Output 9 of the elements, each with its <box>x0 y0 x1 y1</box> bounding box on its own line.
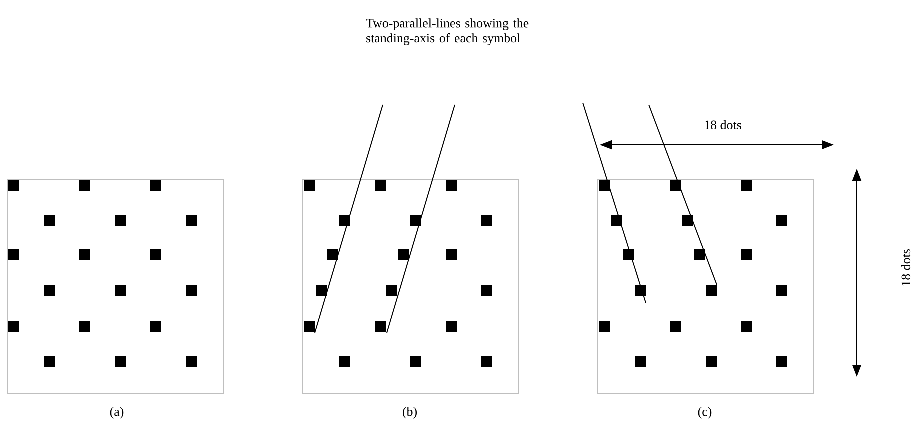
panel-caption: (c) <box>698 407 712 419</box>
dimension-label: 18 dots <box>901 250 911 286</box>
dot-grid-panel <box>597 179 814 394</box>
panel-caption: (a) <box>110 407 124 419</box>
annotation-text: Two-parallel-lines showing the standing-axis of each symbol <box>366 18 529 46</box>
dot-grid-panel <box>7 179 224 394</box>
dimension-label: 18 dots <box>705 120 742 130</box>
dot-grid-panel <box>302 179 520 394</box>
panel-caption: (b) <box>403 407 417 419</box>
